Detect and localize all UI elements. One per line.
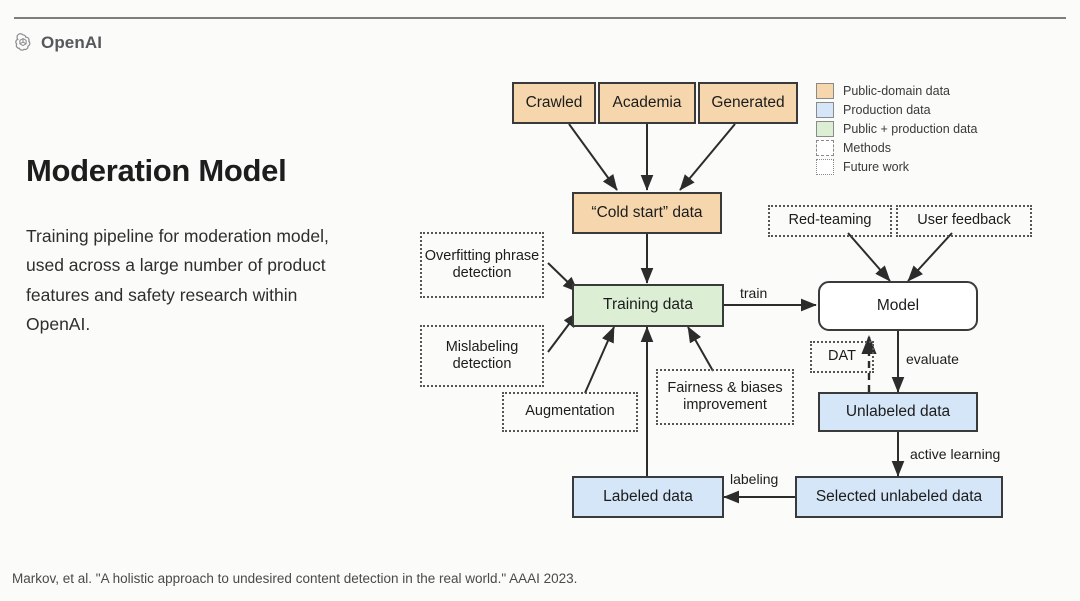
node-label: User feedback [917, 212, 1011, 229]
page-description: Training pipeline for moderation model, … [26, 226, 329, 335]
edge-label-active-learning: active learning [910, 446, 1001, 462]
legend-swatch-production [816, 102, 834, 118]
node-red-teaming[interactable]: Red-teaming [768, 205, 892, 237]
edge-label-evaluate: evaluate [906, 351, 959, 367]
legend-label: Public + production data [843, 122, 978, 136]
node-label: “Cold start” data [591, 203, 703, 221]
legend-swatch-future-work [816, 159, 834, 175]
legend-swatch-methods [816, 140, 834, 156]
node-training-data[interactable]: Training data [572, 284, 724, 327]
node-fairness-and-biases-improvement[interactable]: Fairness & biases improvement [656, 369, 794, 425]
legend-item-future-work: Future work [816, 158, 977, 176]
page-title: Moderation Model [26, 153, 287, 188]
node-label: DAT [828, 348, 856, 365]
legend-swatch-public-domain [816, 83, 834, 99]
legend-swatch-public-plus-production [816, 121, 834, 137]
legend-item-public-plus-production-data: Public + production data [816, 120, 977, 138]
brand-logo: OpenAI [12, 32, 102, 54]
edge-label-train: train [740, 285, 768, 301]
brand-name: OpenAI [41, 33, 103, 52]
header-divider [14, 17, 1066, 19]
node-label: Selected unlabeled data [815, 487, 983, 505]
node-dat[interactable]: DAT [810, 341, 874, 373]
node-cold-start-data[interactable]: “Cold start” data [572, 192, 722, 234]
legend-label: Future work [843, 160, 909, 174]
legend-label: Production data [843, 103, 931, 117]
legend-label: Methods [843, 141, 891, 155]
node-model[interactable]: Model [818, 281, 978, 331]
legend-item-methods: Methods [816, 139, 977, 157]
legend-item-production-data: Production data [816, 101, 977, 119]
edge-label-labeling: labeling [730, 471, 779, 487]
node-generated[interactable]: Generated [698, 82, 798, 124]
node-label: Mislabeling detection [445, 338, 519, 372]
node-academia[interactable]: Academia [598, 82, 696, 124]
legend-item-public-domain-data: Public-domain data [816, 82, 977, 100]
node-user-feedback[interactable]: User feedback [896, 205, 1032, 237]
node-label: Overfitting phrase detection [424, 247, 540, 281]
node-label: Unlabeled data [845, 402, 951, 420]
node-label: Training data [603, 296, 693, 314]
citation-text: Markov, et al. "A holistic approach to u… [12, 571, 578, 586]
openai-logo-icon [12, 32, 34, 54]
node-label: Model [876, 296, 920, 314]
node-label: Fairness & biases improvement [667, 379, 783, 413]
node-crawled[interactable]: Crawled [512, 82, 596, 124]
legend: Public-domain data Production data Publi… [816, 82, 977, 177]
legend-label: Public-domain data [843, 84, 951, 98]
node-labeled-data[interactable]: Labeled data [572, 476, 724, 518]
node-selected-unlabeled-data[interactable]: Selected unlabeled data [795, 476, 1003, 518]
node-label: Red-teaming [788, 212, 872, 229]
node-unlabeled-data[interactable]: Unlabeled data [818, 392, 978, 432]
node-overfitting-phrase-detection[interactable]: Overfitting phrase detection [420, 232, 544, 298]
node-augmentation[interactable]: Augmentation [502, 392, 638, 432]
node-label: Crawled [525, 93, 583, 111]
node-label: Labeled data [603, 487, 693, 505]
node-label: Academia [612, 93, 682, 111]
node-label: Augmentation [525, 403, 615, 420]
node-label: Generated [711, 93, 785, 111]
node-mislabeling-detection[interactable]: Mislabeling detection [420, 325, 544, 387]
